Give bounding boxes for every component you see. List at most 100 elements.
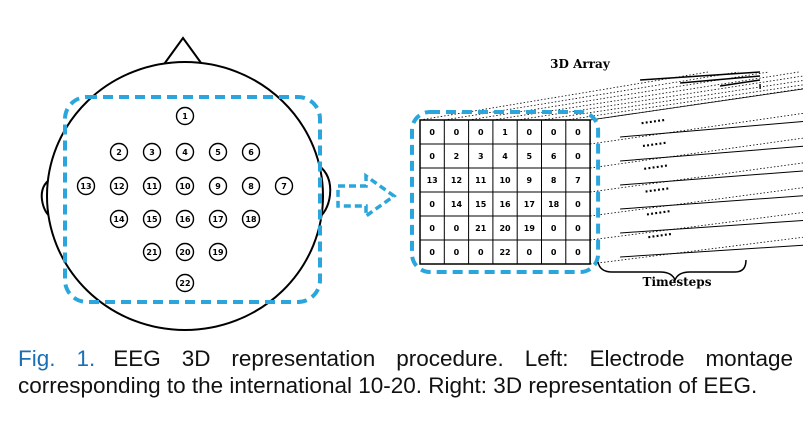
head-outline: [46, 61, 324, 331]
timesteps-label: Timesteps: [643, 275, 712, 289]
array-cell: 4: [502, 152, 508, 161]
array-cell: 0: [575, 248, 581, 257]
array-side-solid: [620, 195, 803, 210]
electrode-label: 11: [146, 182, 158, 191]
array-cell: 0: [575, 152, 581, 161]
array-cell: 0: [478, 128, 484, 137]
electrode-label: 13: [80, 182, 91, 191]
timestep-dots: ......: [646, 225, 673, 241]
array-side-line: [590, 236, 803, 265]
figure-label: Fig. 1.: [18, 346, 96, 371]
electrode-label: 2: [116, 148, 122, 157]
electrode-label: 14: [113, 215, 125, 224]
array-depth-line: [590, 88, 803, 121]
montage-highlight-box: [63, 95, 322, 304]
electrode-circle: [241, 176, 261, 196]
electrode-label: 21: [146, 248, 158, 257]
timestep-dots: ......: [641, 134, 668, 150]
electrode-circle: [142, 142, 162, 162]
array-cell: 0: [429, 200, 435, 209]
array-cell: 0: [575, 200, 581, 209]
nose-icon: [161, 36, 205, 68]
electrode-label: 16: [179, 215, 191, 224]
array-slice-line: [640, 71, 761, 81]
array-depth-line: [541, 80, 803, 121]
array-cell: 0: [551, 128, 557, 137]
electrode-circle: [76, 176, 96, 196]
array-cell: 0: [551, 224, 557, 233]
array-cell: 15: [475, 200, 487, 209]
array-cell: 0: [429, 224, 435, 233]
array-side-solid: [620, 219, 803, 234]
array-cell: 0: [478, 248, 484, 257]
timestep-dots: ......: [639, 111, 666, 127]
array-title: 3D Array: [550, 57, 611, 71]
electrode-circle: [208, 176, 228, 196]
array-cell: 0: [575, 128, 581, 137]
array-cell: 22: [499, 248, 510, 257]
electrode-label: 3: [149, 148, 155, 157]
array-cell: 16: [499, 200, 511, 209]
electrode-circle: [109, 176, 129, 196]
array-slice-line: [719, 79, 761, 87]
electrode-label: 19: [212, 248, 224, 257]
array-side-solid: [620, 145, 803, 162]
electrode-circle: [175, 106, 195, 126]
array-cell: 7: [575, 176, 581, 185]
electrode-label: 22: [179, 279, 190, 288]
array-cell: 13: [427, 176, 438, 185]
array-cell: 0: [429, 248, 435, 257]
array-cell: 8: [551, 176, 557, 185]
electrode-circle: [109, 209, 129, 229]
timesteps-brace: [597, 259, 747, 283]
electrode-circle: [175, 209, 195, 229]
electrode-label: 5: [215, 148, 221, 157]
array-cell: 0: [429, 152, 435, 161]
electrode-circle: [208, 209, 228, 229]
array-cell: 5: [527, 152, 533, 161]
timestep-dots: ......: [642, 157, 669, 173]
array-depth-line: [517, 75, 803, 121]
array-cell: 20: [499, 224, 511, 233]
caption-text: EEG 3D representation procedure. Left: E…: [18, 346, 794, 398]
array-cell: 2: [454, 152, 460, 161]
array-cell: 11: [475, 176, 487, 185]
array-cell: 0: [454, 248, 460, 257]
electrode-label: 8: [248, 182, 254, 191]
array-cell: 0: [454, 224, 460, 233]
array-side-solid: [620, 170, 803, 186]
electrode-circle: [175, 273, 195, 293]
electrode-circle: [241, 209, 261, 229]
electrode-circle: [109, 142, 129, 162]
array-cell: 10: [499, 176, 511, 185]
electrode-label: 9: [215, 182, 221, 191]
array-cell: 6: [551, 152, 557, 161]
electrode-circle: [142, 209, 162, 229]
electrode-circle: [241, 142, 261, 162]
electrode-circle: [208, 242, 228, 262]
array-cell: 3: [478, 152, 484, 161]
array-side-solid: [620, 120, 803, 138]
array-cell: 12: [451, 176, 462, 185]
timestep-dots: ......: [645, 202, 672, 218]
figure-caption: Fig. 1.EEG 3D representation procedure. …: [18, 345, 793, 399]
array-cell: 0: [527, 128, 533, 137]
array-cell: 18: [548, 200, 560, 209]
array-highlight-box: [410, 110, 601, 274]
electrode-circle: [142, 176, 162, 196]
array-cell: 0: [551, 248, 557, 257]
electrode-label: 10: [179, 182, 191, 191]
array-cell: 21: [475, 224, 487, 233]
array-depth-line: [444, 71, 739, 121]
array-cell: 0: [429, 128, 435, 137]
electrode-circle: [175, 242, 195, 262]
electrode-label: 17: [212, 215, 223, 224]
array-cell: 1: [502, 128, 508, 137]
array-depth-line: [492, 71, 799, 121]
electrode-circle: [142, 242, 162, 262]
array-cell: 0: [527, 248, 533, 257]
array-side-line: [590, 212, 803, 241]
